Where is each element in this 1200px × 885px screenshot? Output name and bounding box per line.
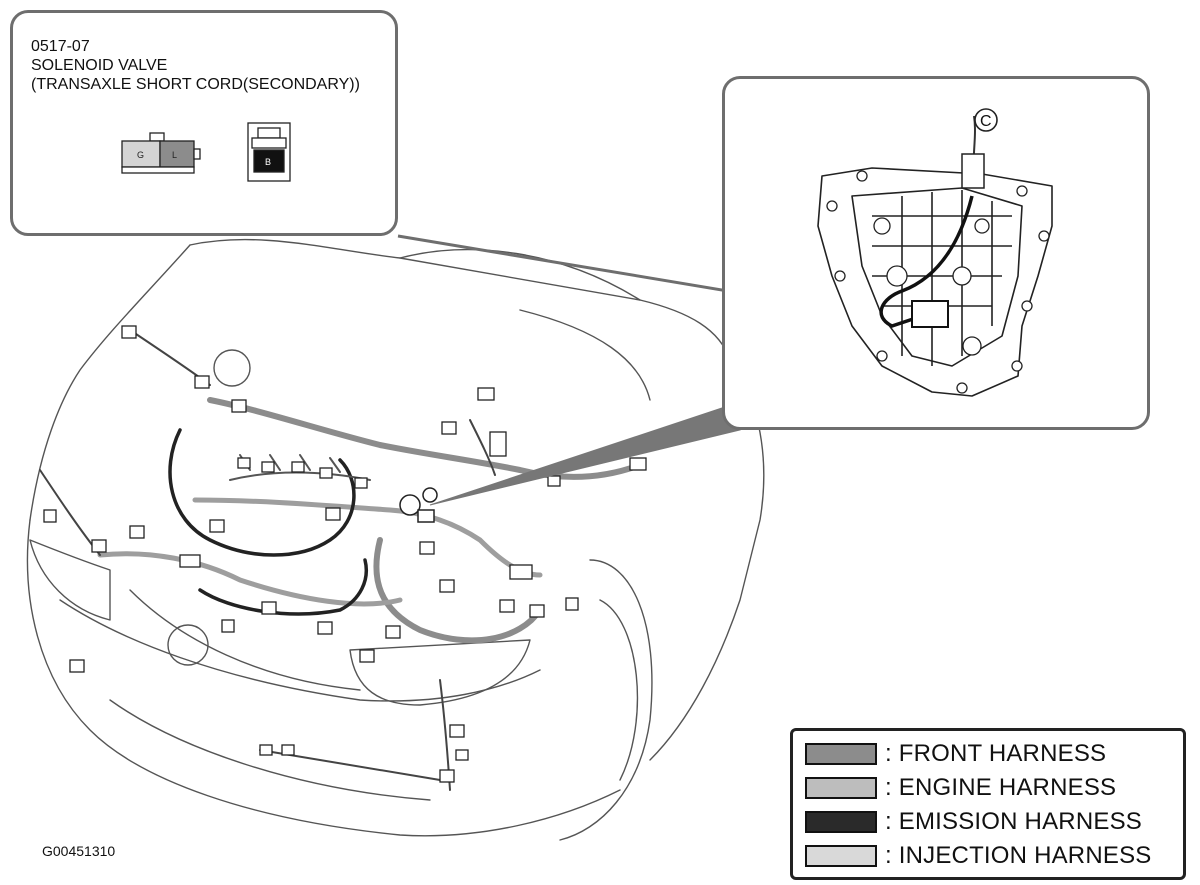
connector	[449, 724, 465, 738]
figure-id: G00451310	[42, 843, 116, 859]
transaxle-detail: C	[722, 76, 1150, 430]
valve-body-drawing: C	[817, 108, 1053, 397]
connector	[179, 554, 201, 568]
valve-body	[851, 187, 1023, 367]
emission-harness	[168, 428, 356, 557]
legend-swatch-front	[805, 743, 877, 765]
legend-label-emission: : EMISSION HARNESS	[885, 808, 1142, 835]
connector	[319, 467, 333, 479]
emblem	[167, 624, 209, 666]
front-bumper	[26, 519, 621, 837]
windshield-base	[399, 248, 641, 301]
front-harness	[207, 397, 643, 480]
connector	[489, 431, 507, 457]
connector-code: 0517-07	[31, 38, 90, 55]
connector	[231, 399, 247, 413]
connector	[477, 387, 495, 401]
connector	[69, 659, 85, 673]
pin-label-l: L	[172, 150, 177, 160]
connector	[354, 477, 368, 489]
connector	[509, 564, 533, 580]
connector	[221, 619, 235, 633]
headlight-right	[349, 639, 531, 706]
connector	[325, 507, 341, 521]
connector	[629, 457, 647, 471]
connector	[565, 597, 579, 611]
connector-subtitle: (TRANSAXLE SHORT CORD(SECONDARY))	[31, 76, 360, 93]
legend-swatch-engine	[805, 777, 877, 799]
hood-edge	[29, 244, 191, 521]
wheel-arch	[559, 559, 653, 841]
connector	[359, 649, 375, 663]
connector	[194, 375, 210, 389]
hood-crease	[519, 309, 651, 401]
connector	[499, 599, 515, 613]
marker-c-circle	[974, 108, 998, 132]
connector	[261, 461, 275, 473]
legend-row-injection: : INJECTION HARNESS	[805, 841, 1152, 871]
emission-harness-2	[198, 558, 368, 616]
harness-branch	[39, 329, 496, 791]
lower-grille	[109, 699, 431, 801]
connector	[547, 475, 561, 487]
legend-swatch-injection	[805, 845, 877, 867]
connector	[91, 539, 107, 553]
solenoid-valve	[911, 300, 949, 328]
connector	[259, 744, 273, 756]
connector	[317, 621, 333, 635]
grille	[129, 589, 361, 691]
callout-text: 0517-07 SOLENOID VALVE (TRANSAXLE SHORT …	[31, 37, 360, 94]
connector	[121, 325, 137, 339]
legend-label-injection: : INJECTION HARNESS	[885, 842, 1152, 869]
connector	[439, 769, 455, 783]
connector	[439, 579, 455, 593]
connector-callout: 0517-07 SOLENOID VALVE (TRANSAXLE SHORT …	[10, 10, 398, 236]
connector-face-drawings: G L B	[121, 122, 291, 182]
bumper-line	[59, 599, 541, 702]
harness-legend: : FRONT HARNESS : ENGINE HARNESS : EMISS…	[790, 728, 1186, 880]
legend-swatch-emission	[805, 811, 877, 833]
legend-label-front: : FRONT HARNESS	[885, 740, 1107, 767]
legend-row-emission: : EMISSION HARNESS	[805, 807, 1142, 837]
connector	[455, 749, 469, 761]
front-harness-2	[373, 537, 543, 644]
connector	[209, 519, 225, 533]
connector-side-view: G L	[121, 132, 201, 174]
solenoid-wire	[879, 195, 974, 328]
connector	[237, 457, 251, 469]
legend-row-front: : FRONT HARNESS	[805, 739, 1106, 769]
transaxle-case	[817, 167, 1053, 397]
solenoid-location	[399, 487, 438, 523]
hood-outline	[189, 238, 731, 361]
connector	[261, 601, 277, 615]
connector	[441, 421, 457, 435]
connector	[385, 625, 401, 639]
connector-title: SOLENOID VALVE	[31, 57, 168, 74]
connector	[291, 461, 305, 473]
connector	[281, 744, 295, 756]
transaxle-connector	[961, 153, 985, 189]
reservoir-cap	[213, 349, 251, 387]
pin-label-b: B	[265, 157, 271, 167]
wheel	[599, 599, 639, 781]
engine-harness-2	[97, 551, 403, 607]
headlight-left	[29, 539, 111, 621]
connector	[529, 604, 545, 618]
connector	[43, 509, 57, 523]
detail-leader	[429, 407, 741, 506]
connector-front-view: B	[247, 122, 291, 182]
marker-c: C	[980, 113, 992, 130]
legend-label-engine: : ENGINE HARNESS	[885, 774, 1117, 801]
connector	[129, 525, 145, 539]
connector	[419, 541, 435, 555]
pin-label-g: G	[137, 150, 144, 160]
legend-row-engine: : ENGINE HARNESS	[805, 773, 1116, 803]
